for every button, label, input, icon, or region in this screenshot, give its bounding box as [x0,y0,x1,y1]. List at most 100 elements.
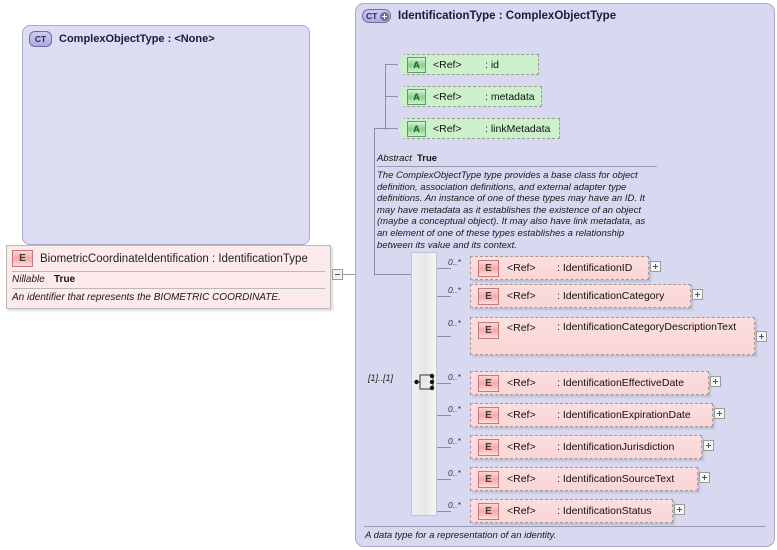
type-documentation: A data type for a representation of an i… [365,530,557,541]
complex-object-type-box: CT ComplexObjectType : <None> [22,25,310,245]
tree-line-trunk-bottom [374,274,412,275]
complex-type-expand-badge-icon[interactable]: CT [362,9,391,23]
attribute-row-linkmetadata[interactable]: A <Ref> : linkMetadata [397,118,560,139]
element-name: : IdentificationExpirationDate [557,408,691,421]
element-ref: <Ref> [507,262,536,274]
expand-icon[interactable] [703,440,714,451]
element-name: : IdentificationSourceText [557,472,675,485]
attribute-name: : linkMetadata [485,122,551,135]
element-ref: <Ref> [507,377,536,389]
element-badge-icon: E [478,406,499,424]
expand-icon[interactable] [674,504,685,515]
property-value: True [54,274,76,285]
element-cardinality: 0..* [448,436,461,446]
abstract-value: True [417,153,438,164]
element-badge-icon: E [478,322,499,339]
element-cardinality: 0..* [448,318,461,328]
element-row-identificationstatus[interactable]: E <Ref> : IdentificationStatus [470,499,673,523]
element-ref: <Ref> [507,322,536,334]
plus-icon[interactable] [379,11,389,21]
element-header: E BiometricCoordinateIdentification : Id… [7,246,330,271]
attribute-name: : metadata [485,90,535,103]
complex-type-header: CT IdentificationType : ComplexObjectTyp… [356,4,774,23]
branch-line [437,447,451,448]
element-ref: <Ref> [507,441,536,453]
inner-type-title: ComplexObjectType : <None> [59,33,215,45]
attribute-ref: <Ref> [433,58,462,71]
element-cardinality: 0..* [448,404,461,414]
element-cardinality: 0..* [448,500,461,510]
element-name: : IdentificationCategoryDescriptionText [557,321,737,333]
element-biometric-coordinate-identification[interactable]: E BiometricCoordinateIdentification : Id… [6,245,331,309]
element-row-identificationid[interactable]: E <Ref> : IdentificationID [470,256,649,280]
attribute-row-metadata[interactable]: A <Ref> : metadata [397,86,542,107]
attribute-badge-icon: A [407,56,426,73]
collapse-toggle-icon[interactable] [332,269,343,280]
element-ref: <Ref> [507,505,536,517]
sequence-cardinality: [1]..[1] [368,373,394,383]
expand-icon[interactable] [692,289,703,300]
divider [364,526,766,527]
attribute-row-id[interactable]: A <Ref> : id [397,54,539,75]
element-cardinality: 0..* [448,468,461,478]
expand-icon[interactable] [714,408,725,419]
badge-label: CT [366,11,378,21]
branch-line [437,415,451,416]
branch-line [437,336,451,337]
branch-line [437,383,451,384]
element-ref: <Ref> [507,409,536,421]
branch-line [437,511,451,512]
element-row-identificationjurisdiction[interactable]: E <Ref> : IdentificationJurisdiction [470,435,702,459]
element-row-identificationcategorydescriptiontext[interactable]: E <Ref> : IdentificationCategoryDescript… [470,317,755,355]
element-ref: <Ref> [507,290,536,302]
complex-type-badge-icon: CT [29,31,52,47]
tree-line-horizontal [385,128,397,129]
element-cardinality: 0..* [448,372,461,382]
divider [12,271,325,272]
element-cardinality: 0..* [448,257,461,267]
element-badge-icon: E [478,502,499,520]
element-badge-icon: E [478,287,499,305]
element-name: : IdentificationEffectiveDate [557,376,685,389]
tree-line-vertical [385,64,386,130]
element-badge-icon: E [478,470,499,488]
branch-line [437,268,451,269]
abstract-property: Abstract True [377,153,657,165]
element-name: : IdentificationCategory [557,289,665,302]
element-cardinality: 0..* [448,285,461,295]
element-row-identificationeffectivedate[interactable]: E <Ref> : IdentificationEffectiveDate [470,371,709,395]
tree-line-trunk-vertical [374,128,375,275]
inner-type-documentation: The ComplexObjectType type provides a ba… [377,170,646,251]
element-row-identificationsourcetext[interactable]: E <Ref> : IdentificationSourceText [470,467,698,491]
element-name: : IdentificationID [557,261,633,274]
element-badge-icon: E [478,259,499,277]
expand-icon[interactable] [710,376,721,387]
element-name: : IdentificationJurisdiction [557,440,675,453]
abstract-documentation-block: Abstract True The ComplexObjectType type… [377,153,657,251]
element-row-identificationcategory[interactable]: E <Ref> : IdentificationCategory [470,284,691,308]
expand-icon[interactable] [756,331,767,342]
element-property-nillable: Nillable True [7,272,330,288]
element-documentation: An identifier that represents the BIOMET… [12,292,281,303]
tree-line-horizontal [385,64,397,65]
attribute-badge-icon: A [407,88,426,105]
branch-line [437,479,451,480]
attribute-ref: <Ref> [433,90,462,103]
attribute-name: : id [485,58,500,71]
sequence-icon [414,373,435,391]
expand-icon[interactable] [699,472,710,483]
tree-line-trunk [374,128,385,129]
inner-type-header: CT ComplexObjectType : <None> [23,26,309,47]
element-title: BiometricCoordinateIdentification : Iden… [40,252,308,265]
property-key: Nillable [12,274,45,285]
element-badge-icon: E [12,250,33,267]
element-name: : IdentificationStatus [557,504,652,517]
element-badge-icon: E [478,438,499,456]
expand-icon[interactable] [650,261,661,272]
element-ref: <Ref> [507,473,536,485]
element-row-identificationexpirationdate[interactable]: E <Ref> : IdentificationExpirationDate [470,403,713,427]
divider [377,166,657,167]
abstract-key: Abstract [377,153,412,164]
tree-line-horizontal [385,96,397,97]
